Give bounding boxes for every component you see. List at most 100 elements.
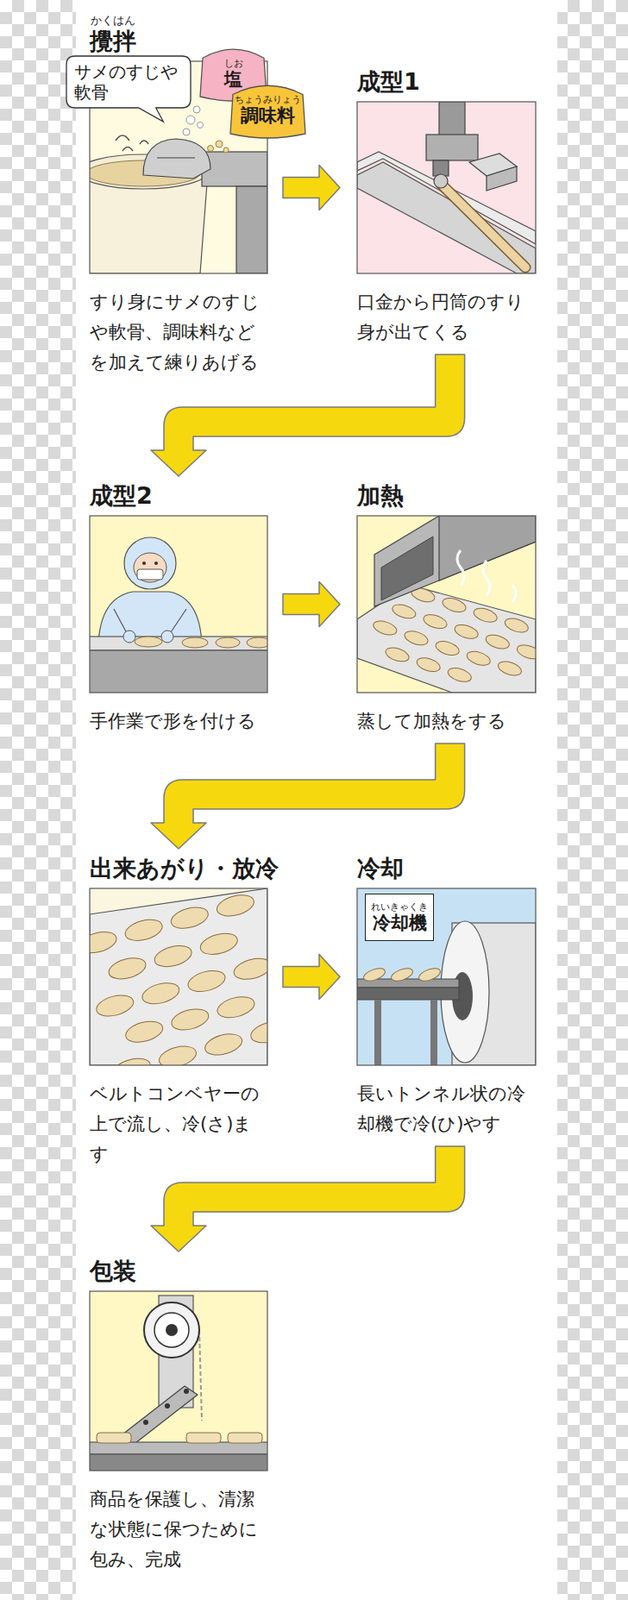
mixer-illustration (193, 106, 201, 114)
bubble-outline (66, 56, 191, 122)
worker-illustration (142, 561, 146, 566)
flow-arrow (150, 743, 465, 849)
step-caption: 長いトンネル状の冷却機で冷(ひ)やす (357, 1079, 536, 1140)
steamer-illustration (357, 515, 549, 703)
furigana: ちょうみりょう (234, 94, 302, 106)
flow-arrow (282, 582, 340, 628)
belt-illustration (214, 992, 257, 1022)
belt-illustration (106, 954, 148, 983)
packer-illustration (88, 1442, 269, 1455)
step-caption: 口金から円筒のすり身が出てくる (357, 287, 536, 348)
steamer-illustration (374, 515, 536, 607)
ingredient-bag: ちょうみりょう調味料 (229, 81, 307, 139)
belt-illustration (123, 916, 165, 945)
illustration-frame-border (357, 515, 536, 693)
extruder-illustration (439, 101, 465, 137)
worker-illustration (134, 636, 163, 647)
bubble-text: サメのすじや軟骨 (74, 61, 183, 103)
packer-illustration (143, 1419, 149, 1426)
title-group: 冷却 (357, 854, 404, 884)
cooler-illustration (357, 888, 536, 1066)
flow-arrow (282, 165, 340, 211)
steamer-illustration (390, 602, 418, 622)
mixer-illustration (143, 138, 211, 179)
process-step: 加熱蒸して加熱をする (357, 481, 536, 737)
belt-illustration (169, 1005, 211, 1035)
steamer-illustration (514, 642, 542, 662)
step-title: 攪拌 (89, 26, 137, 57)
title-group: 出来あがり・放冷 (89, 854, 279, 884)
steamer-illustration (371, 618, 399, 638)
worker-illustration (133, 552, 167, 583)
packer-illustration (89, 1291, 268, 1471)
speech-bubble: サメのすじや軟骨 (66, 56, 191, 108)
step-caption: 手作業で形を付ける (89, 706, 268, 737)
steamer-illustration (357, 515, 536, 693)
steamer-illustration (471, 605, 499, 625)
belt-illustration (202, 1030, 245, 1060)
extruder-illustration (440, 183, 526, 268)
illustration-frame-border (357, 888, 536, 1066)
packer-illustration (144, 1302, 200, 1358)
worker-illustration (161, 630, 174, 643)
mixer-illustration (157, 157, 195, 159)
worker-illustration (113, 609, 187, 635)
mixer-illustration (182, 128, 190, 136)
steamer-illustration (452, 621, 480, 641)
cooler-illustration (357, 888, 536, 1066)
furigana: かくはん (89, 13, 137, 27)
belt-illustration (139, 979, 182, 1008)
extruder-illustration (357, 101, 536, 274)
furigana: しお (224, 57, 244, 70)
extruder-illustration (433, 174, 448, 189)
worker-illustration (123, 630, 136, 643)
steamer-illustration (502, 615, 530, 635)
step-title: 包装 (89, 1256, 137, 1287)
step-title: 成型1 (357, 67, 421, 97)
steamer-illustration (433, 639, 461, 659)
packer-illustration (96, 1432, 132, 1444)
packer-illustration (96, 1432, 263, 1444)
step-title: 成型2 (89, 481, 153, 511)
title-group: 成型1 (357, 67, 421, 97)
process-step: かくはん攪拌すり身にサメのすじや軟骨、調味料などを加えて練りあげるサメのすじや軟… (89, 13, 268, 378)
title-group: 加熱 (357, 481, 404, 511)
belt-illustration (76, 891, 290, 1084)
step-caption: 商品を保護し、清潔な状態に保つために包み、完成 (89, 1484, 268, 1576)
extruder-illustration (357, 101, 536, 274)
worker-illustration (215, 637, 240, 648)
mixer-illustration (115, 135, 149, 151)
process-step: 成型1 口金から円筒のすり身が出てくる (357, 67, 536, 348)
flow-arrow (150, 1146, 465, 1252)
step-caption: 蒸して加熱をする (357, 706, 536, 737)
steamer-illustration (464, 648, 492, 668)
belt-illustration (198, 929, 240, 959)
extruder-illustration (486, 166, 517, 191)
mixer-illustration (236, 186, 268, 274)
packer-illustration (227, 1432, 263, 1444)
steamer-illustration (381, 536, 434, 601)
machine-tag: れいきゃくき冷却機 (364, 893, 434, 942)
flow-arrow (282, 954, 340, 1000)
packer-illustration (154, 1312, 189, 1348)
process-step: 出来あがり・放冷ベルトコンベヤーの上で流し、冷(さ)ます (89, 854, 268, 1170)
belt-illustration (185, 967, 227, 996)
title-group: かくはん攪拌 (89, 13, 137, 57)
illustration-frame (357, 101, 536, 274)
worker-illustration (88, 636, 269, 651)
process-step: 成型2 手作業で形を付ける (89, 481, 268, 737)
illustration-frame (89, 888, 268, 1066)
title-group: 成型2 (89, 481, 153, 511)
extruder-illustration (426, 134, 478, 161)
machine-label: 冷却機 (372, 912, 428, 935)
steamer-illustration (445, 665, 473, 685)
bag-label: 調味料 (240, 105, 296, 127)
worker-illustration (124, 537, 176, 590)
worker-illustration (182, 637, 208, 648)
steamer-illustration (439, 515, 536, 581)
belt-illustration (76, 928, 119, 957)
step-caption: すり身にサメのすじや軟骨、調味料などを加えて練りあげる (89, 287, 268, 378)
belt-illustration (248, 1017, 290, 1047)
bag-label: 塩 (224, 69, 243, 91)
